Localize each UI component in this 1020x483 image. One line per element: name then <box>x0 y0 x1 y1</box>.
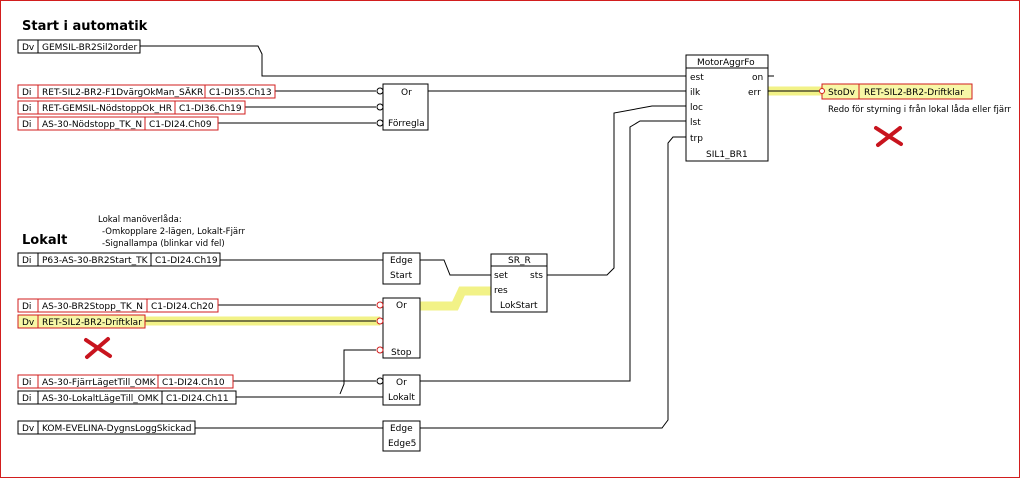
block-name: Edge5 <box>388 439 416 449</box>
block-name: LokStart <box>500 301 538 311</box>
signal-type: Di <box>22 302 31 312</box>
port-lst: lst <box>690 118 701 128</box>
port-loc: loc <box>690 103 703 113</box>
note-line-3: -Signallampa (blinkar vid fel) <box>102 239 225 249</box>
signal-name: P63-AS-30-BR2Start_TK <box>42 256 149 266</box>
negation-marker <box>376 301 384 309</box>
signal-name: GEMSIL-BR2Sil2order <box>42 43 137 53</box>
negation-marker <box>376 119 384 127</box>
negation-marker <box>376 346 384 354</box>
port-on: on <box>752 73 763 83</box>
signal-channel: C1-DI24.Ch09 <box>149 120 212 130</box>
output-stodv[interactable]: StoDv RET-SIL2-BR2-Driftklar <box>819 83 973 100</box>
block-name: Förregla <box>388 119 425 129</box>
signal-channel: C1-DI35.Ch13 <box>209 88 272 98</box>
signal-name: RET-SIL2-BR2-F1DvärgOkMan_SÄKR <box>42 87 203 98</box>
port-sts: sts <box>530 271 543 281</box>
port-est: est <box>690 73 704 83</box>
block-or-lokalt[interactable]: Or Lokalt <box>376 374 421 406</box>
signal-channel: C1-DI24.Ch20 <box>151 302 214 312</box>
port-res: res <box>494 286 508 296</box>
block-name: Stop <box>391 348 412 358</box>
signal-fjarr[interactable]: Di AS-30-FjärrLägetTill_OMK C1-DI24.Ch10 <box>17 374 234 389</box>
block-title: MotorAggrFo <box>697 58 755 68</box>
signal-nodstopp-ok[interactable]: Di RET-GEMSIL-NödstoppOk_HR C1-DI36.Ch19 <box>17 100 246 115</box>
block-title: SR_R <box>508 256 531 266</box>
signal-name: KOM-EVELINA-DygnsLoggSkickad <box>42 424 191 434</box>
signal-name: RET-SIL2-BR2-Driftklar <box>42 318 142 328</box>
block-edge-start[interactable]: Edge Start <box>382 252 421 285</box>
signal-name: AS-30-LokaltLägeTill_OMK <box>42 394 160 404</box>
block-or-forregla[interactable]: Or Förregla <box>376 83 429 131</box>
port-set: set <box>494 271 508 281</box>
signal-channel: C1-DI24.Ch19 <box>155 256 218 266</box>
output-comment: Redo för styrning i från lokal låda elle… <box>828 104 1011 115</box>
signal-type: Di <box>22 394 31 404</box>
signal-type: Dv <box>22 318 35 328</box>
signal-channel: C1-DI24.Ch10 <box>162 378 225 388</box>
block-sr-lokstart[interactable]: SR_R set res sts LokStart <box>490 253 548 313</box>
block-title: Edge <box>390 424 413 434</box>
signal-type: Di <box>22 120 31 130</box>
signal-gemsil[interactable]: Dv GEMSIL-BR2Sil2order <box>17 39 141 54</box>
note-line-1: Lokal manöverlåda: <box>98 214 182 225</box>
note-line-2: -Omkopplare 2-lägen, Lokalt-Fjärr <box>102 227 245 237</box>
signal-f1dvarg[interactable]: Di RET-SIL2-BR2-F1DvärgOkMan_SÄKR C1-DI3… <box>17 84 276 99</box>
output-connector <box>819 88 825 94</box>
block-or-stop[interactable]: Or Stop <box>376 297 421 359</box>
signal-nodstopp-tk[interactable]: Di AS-30-Nödstopp_TK_N C1-DI24.Ch09 <box>17 116 219 131</box>
signal-lokalt[interactable]: Di AS-30-LokaltLägeTill_OMK C1-DI24.Ch11 <box>17 390 237 405</box>
signal-name: AS-30-Nödstopp_TK_N <box>42 120 142 130</box>
signal-type: Di <box>22 256 31 266</box>
port-trp: trp <box>690 134 703 144</box>
signal-type: Di <box>22 378 31 388</box>
block-title: Edge <box>390 256 413 266</box>
block-name: Start <box>390 271 412 281</box>
signal-name: AS-30-BR2Stopp_TK_N <box>42 302 143 312</box>
block-motoraggrfo[interactable]: MotorAggrFo est ilk loc lst trp on err S… <box>685 54 769 162</box>
signal-type: Di <box>22 104 31 114</box>
negation-marker <box>376 317 384 325</box>
signal-name: AS-30-FjärrLägetTill_OMK <box>42 378 157 388</box>
port-err: err <box>748 88 761 98</box>
signal-type: Dv <box>22 424 35 434</box>
signal-type: Dv <box>22 43 35 53</box>
negation-marker <box>376 87 384 95</box>
signal-evelina[interactable]: Dv KOM-EVELINA-DygnsLoggSkickad <box>17 420 196 435</box>
heading-auto: Start i automatik <box>22 19 148 34</box>
cross-icon <box>874 126 903 147</box>
block-title: Or <box>396 378 407 388</box>
signal-br2stopp[interactable]: Di AS-30-BR2Stopp_TK_N C1-DI24.Ch20 <box>17 298 219 313</box>
signal-br2start[interactable]: Di P63-AS-30-BR2Start_TK C1-DI24.Ch19 <box>17 252 221 267</box>
block-title: Or <box>396 301 407 311</box>
block-name: SIL1_BR1 <box>706 150 748 160</box>
signal-type: Di <box>22 88 31 98</box>
heading-local: Lokalt <box>22 233 67 248</box>
block-edge5[interactable]: Edge Edge5 <box>382 420 421 452</box>
output-name: RET-SIL2-BR2-Driftklar <box>864 88 964 98</box>
signal-driftklar-in[interactable]: Dv RET-SIL2-BR2-Driftklar <box>17 314 146 329</box>
signal-channel: C1-DI36.Ch19 <box>179 104 242 114</box>
block-title: Or <box>401 88 412 98</box>
signal-name: RET-GEMSIL-NödstoppOk_HR <box>42 104 172 114</box>
negation-marker <box>376 377 384 385</box>
port-ilk: ilk <box>690 88 701 98</box>
negation-marker <box>376 103 384 111</box>
block-name: Lokalt <box>388 393 415 403</box>
output-type: StoDv <box>828 88 856 98</box>
cross-icon <box>84 337 112 359</box>
wires <box>140 45 822 429</box>
signal-channel: C1-DI24.Ch11 <box>166 394 229 404</box>
